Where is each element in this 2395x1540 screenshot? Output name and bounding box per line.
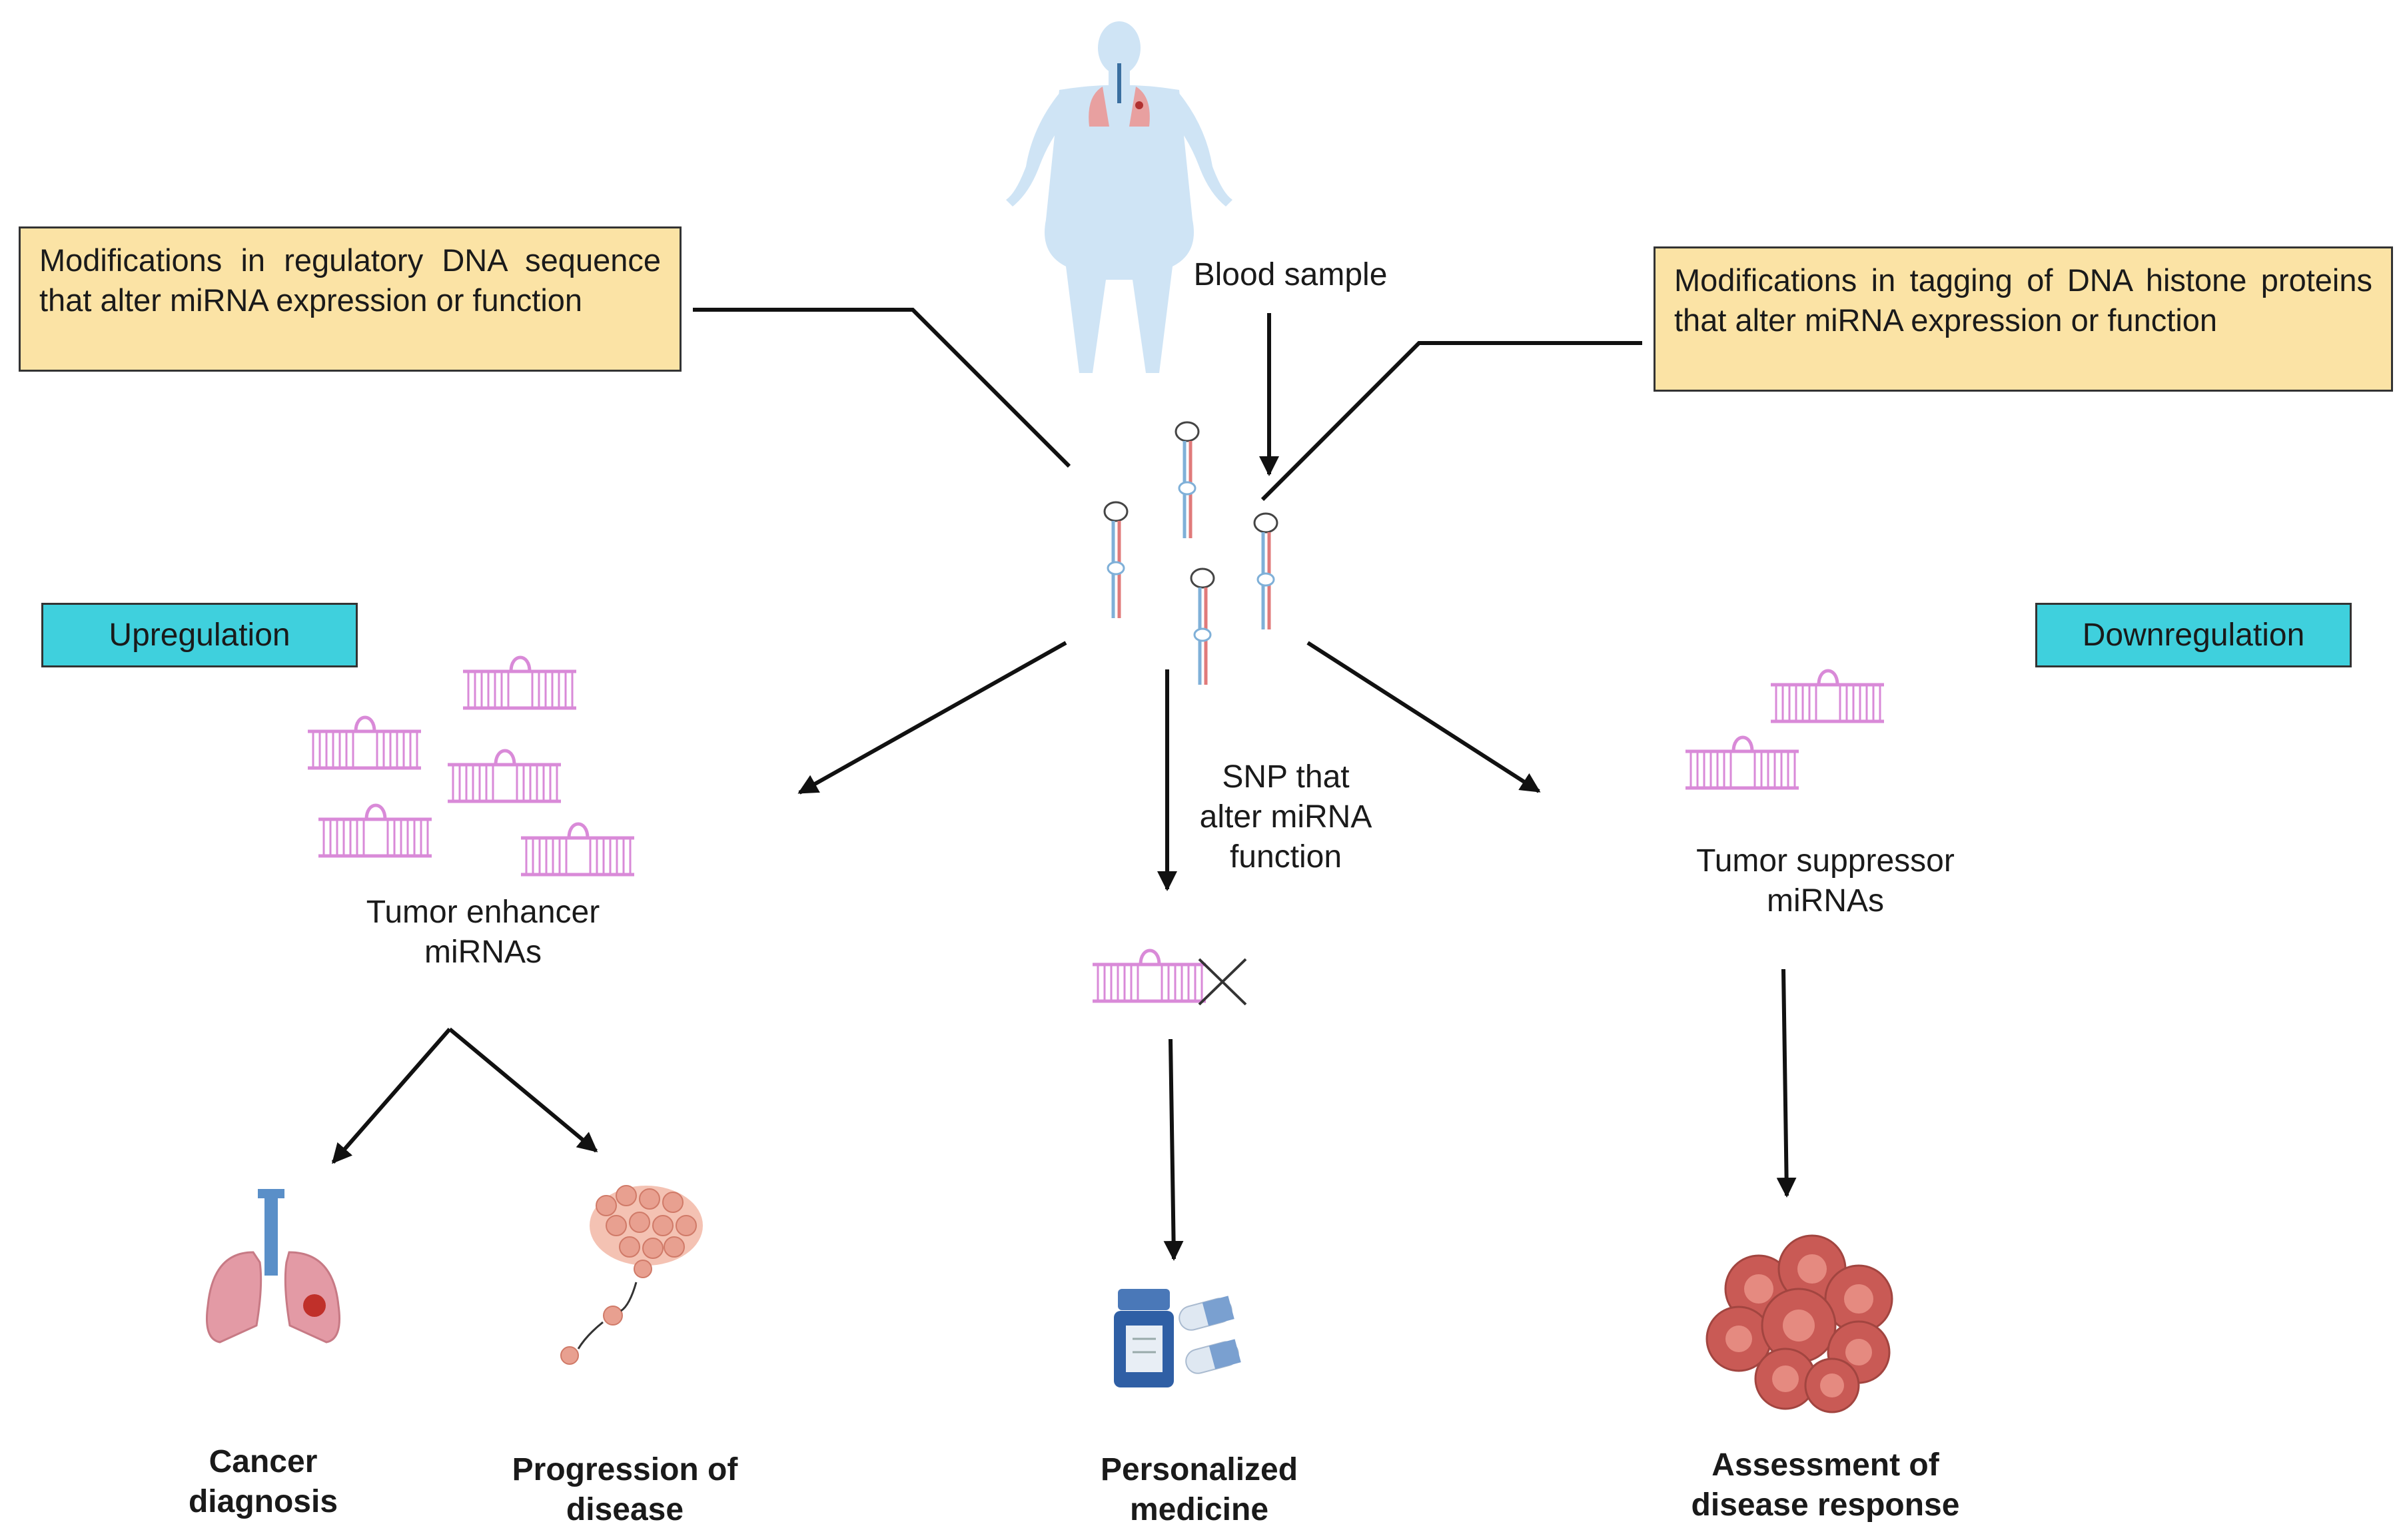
- mutated-mirna-icon: [1093, 951, 1247, 1006]
- snp-label-line2: alter miRNA: [1200, 799, 1372, 835]
- enhancer-branch-right: [448, 1027, 598, 1153]
- enhancer-branch-left: [331, 1028, 452, 1164]
- regulatory-dna-note: Modifications in regulatory DNA sequence…: [19, 226, 682, 372]
- downregulation-tag: Downregulation: [2035, 603, 2352, 667]
- snp-label-line3: function: [1230, 839, 1342, 875]
- medicine-icon: [1114, 1289, 1241, 1387]
- right-note-connector: [1260, 341, 1642, 502]
- tumor-enhancer-mirnas-icon: [308, 657, 634, 875]
- tumor-suppressor-label-line2: miRNAs: [1767, 883, 1884, 919]
- tumor-progression-icon: [560, 1185, 703, 1365]
- cancer-diagnosis-line1: Cancer: [209, 1444, 318, 1479]
- upregulation-tag: Upregulation: [41, 603, 358, 667]
- arrow-to-personalized: [1163, 1038, 1184, 1261]
- tumor-suppressor-label-line1: Tumor suppressor: [1696, 843, 1955, 879]
- left-note-connector: [693, 308, 1071, 468]
- histone-tagging-note: Modifications in tagging of DNA histone …: [1654, 246, 2393, 392]
- tumor-suppressor-mirnas-icon: [1685, 671, 1884, 788]
- arrow-to-assessment: [1776, 968, 1797, 1198]
- progression-line2: disease: [566, 1492, 684, 1527]
- lungs-icon: [205, 1189, 341, 1344]
- tumor-enhancer-label-line2: miRNAs: [424, 935, 542, 970]
- tumor-enhancer-label-line1: Tumor enhancer: [366, 895, 600, 930]
- progression-line1: Progression of: [512, 1452, 739, 1487]
- personalized-line2: medicine: [1130, 1492, 1268, 1527]
- arrow-to-upregulation: [797, 641, 1067, 795]
- personalized-line1: Personalized: [1101, 1452, 1298, 1487]
- mirna-cluster-icon: [1105, 422, 1277, 685]
- snp-label-line1: SNP that: [1222, 759, 1349, 795]
- tumor-cluster-icon: [1705, 1234, 1893, 1413]
- assessment-line1: Assessment of: [1711, 1447, 1939, 1483]
- arrow-to-downregulation: [1306, 641, 1541, 793]
- cancer-diagnosis-line2: diagnosis: [189, 1484, 338, 1519]
- human-body-icon: [1006, 21, 1232, 373]
- assessment-line2: disease response: [1691, 1487, 1960, 1523]
- blood-sample-label: Blood sample: [1194, 257, 1388, 292]
